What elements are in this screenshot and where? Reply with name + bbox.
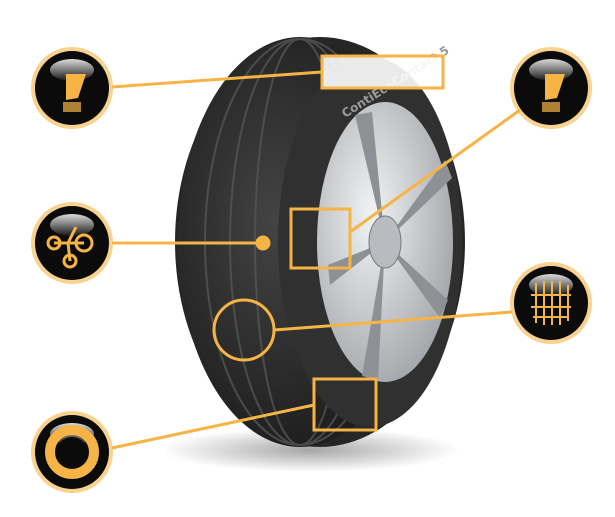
- tread-grooves-icon[interactable]: [510, 262, 592, 344]
- callout-lines: [111, 70, 521, 450]
- highlight-box-shoulder: [289, 207, 352, 270]
- tire-cross-section-icon[interactable]: [31, 411, 113, 493]
- molecule-compound-icon[interactable]: [31, 202, 113, 284]
- highlight-circle-tread: [212, 298, 276, 362]
- highlight-box-bottom: [312, 377, 378, 432]
- tread-pattern-7-icon[interactable]: [510, 47, 592, 129]
- tread-pattern-7-icon[interactable]: [31, 47, 113, 129]
- highlight-box-sidewall: [320, 54, 445, 90]
- marker-dot: [255, 235, 271, 251]
